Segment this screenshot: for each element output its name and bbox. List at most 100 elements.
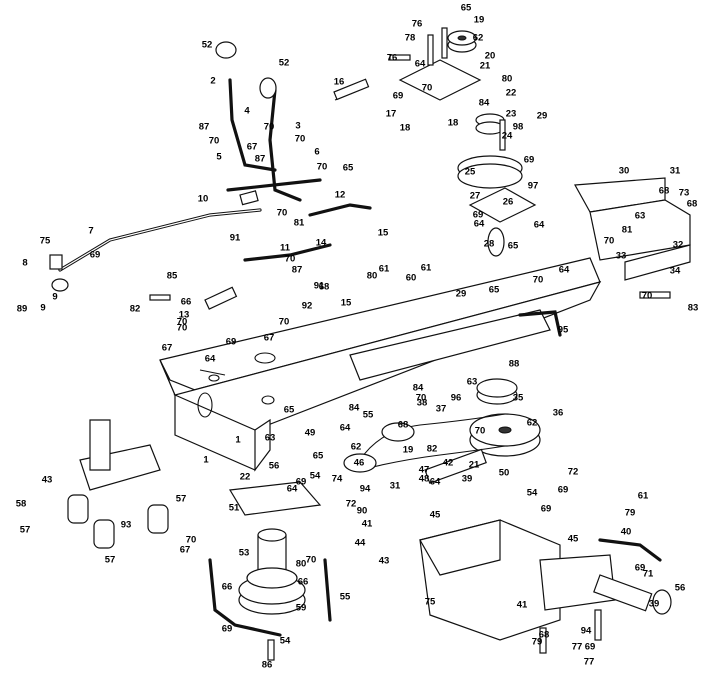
- callout-label: 52: [202, 40, 213, 51]
- callout-label: 57: [20, 525, 31, 536]
- callout-label: 62: [351, 442, 362, 453]
- callout-label: 70: [317, 162, 328, 173]
- callout-label: 54: [527, 488, 538, 499]
- callout-label: 80: [296, 559, 307, 570]
- callout-label: 15: [378, 228, 389, 239]
- callout-label: 74: [332, 474, 343, 485]
- callout-label: 80: [367, 271, 378, 282]
- callout-label: 65: [343, 163, 354, 174]
- callout-label: 25: [465, 167, 476, 178]
- callout-label: 69: [296, 477, 307, 488]
- callout-label: 57: [176, 494, 187, 505]
- callout-label: 36: [553, 408, 564, 419]
- callout-label: 69: [585, 642, 596, 653]
- callout-label: 69: [558, 485, 569, 496]
- callout-label: 49: [305, 428, 316, 439]
- callout-label: 70: [475, 426, 486, 437]
- callout-label: 12: [335, 190, 346, 201]
- callout-label: 50: [499, 468, 510, 479]
- callout-label: 43: [379, 556, 390, 567]
- callout-label: 58: [16, 499, 27, 510]
- rear-bracket: [574, 177, 691, 281]
- callout-label: 76: [387, 53, 398, 64]
- callout-label: 65: [508, 241, 519, 252]
- callout-label: 57: [105, 555, 116, 566]
- callout-label: 66: [298, 577, 309, 588]
- callout-label: 69: [473, 210, 484, 221]
- callout-label: 42: [443, 458, 454, 469]
- callout-label: 96: [451, 393, 462, 404]
- callout-label: 13: [179, 310, 190, 321]
- callout-label: 35: [513, 393, 524, 404]
- callout-label: 84: [349, 403, 360, 414]
- callout-label: 64: [430, 477, 441, 488]
- callout-label: 1: [203, 455, 209, 466]
- callout-label: 64: [474, 219, 485, 230]
- callout-label: 95: [558, 325, 569, 336]
- callout-label: 32: [673, 240, 684, 251]
- callout-label: 70: [604, 236, 615, 247]
- callout-label: 54: [280, 636, 291, 647]
- callout-label: 29: [537, 111, 548, 122]
- callout-label: 54: [310, 471, 321, 482]
- callout-label: 63: [635, 211, 646, 222]
- callout-label: 62: [473, 33, 484, 44]
- callout-label: 3: [295, 121, 300, 132]
- callout-label: 69: [524, 155, 535, 166]
- callout-label: 70: [186, 535, 197, 546]
- callout-label: 69: [222, 624, 233, 635]
- callout-label: 69: [90, 250, 101, 261]
- callout-label: 55: [340, 592, 351, 603]
- callout-label: 21: [469, 460, 480, 471]
- callout-label: 64: [340, 423, 351, 434]
- callout-label: 85: [167, 271, 178, 282]
- callout-label: 44: [355, 538, 366, 549]
- callout-label: 97: [528, 181, 539, 192]
- callout-label: 71: [643, 569, 654, 580]
- callout-label: 69: [635, 563, 646, 574]
- callout-label: 68: [687, 199, 698, 210]
- callout-label: 59: [296, 603, 307, 614]
- callout-label: 63: [265, 433, 276, 444]
- callout-label: 15: [341, 298, 352, 309]
- callout-label: 64: [534, 220, 545, 231]
- engine-mount-plate: [67, 419, 169, 549]
- callout-label: 81: [294, 218, 305, 229]
- callout-label: 82: [130, 304, 141, 315]
- callout-label: 75: [40, 236, 51, 247]
- callout-label: 34: [670, 266, 681, 277]
- callout-label: 2: [210, 76, 215, 87]
- callout-label: 9: [52, 292, 57, 303]
- callout-label: 8: [22, 258, 27, 269]
- callout-label: 72: [346, 499, 357, 510]
- callout-label: 70: [285, 254, 296, 265]
- callout-label: 80: [502, 74, 513, 85]
- callout-label: 70: [416, 393, 427, 404]
- callout-label: 67: [264, 333, 275, 344]
- callout-label: 11: [280, 243, 291, 254]
- callout-label: 66: [181, 297, 192, 308]
- callout-label: 45: [430, 510, 441, 521]
- callout-label: 31: [390, 481, 401, 492]
- callout-label: 92: [302, 301, 313, 312]
- callout-label: 39: [649, 599, 660, 610]
- callout-label: 77: [572, 642, 583, 653]
- callout-label: 70: [177, 323, 188, 334]
- callout-label: 70: [295, 134, 306, 145]
- callout-label: 89: [17, 304, 28, 315]
- callout-label: 41: [517, 600, 528, 611]
- callout-label: 69: [393, 91, 404, 102]
- callout-label: 88: [509, 359, 520, 370]
- callout-label: 70: [209, 136, 220, 147]
- callout-label: 70: [533, 275, 544, 286]
- callout-label: 56: [675, 583, 686, 594]
- callout-label: 65: [313, 451, 324, 462]
- callout-label: 62: [527, 418, 538, 429]
- transaxle: [419, 448, 672, 641]
- callout-label: 70: [422, 83, 433, 94]
- callout-label: 78: [405, 33, 416, 44]
- callout-label: 67: [247, 142, 258, 153]
- callout-label: 94: [360, 484, 371, 495]
- callout-label: 56: [269, 461, 280, 472]
